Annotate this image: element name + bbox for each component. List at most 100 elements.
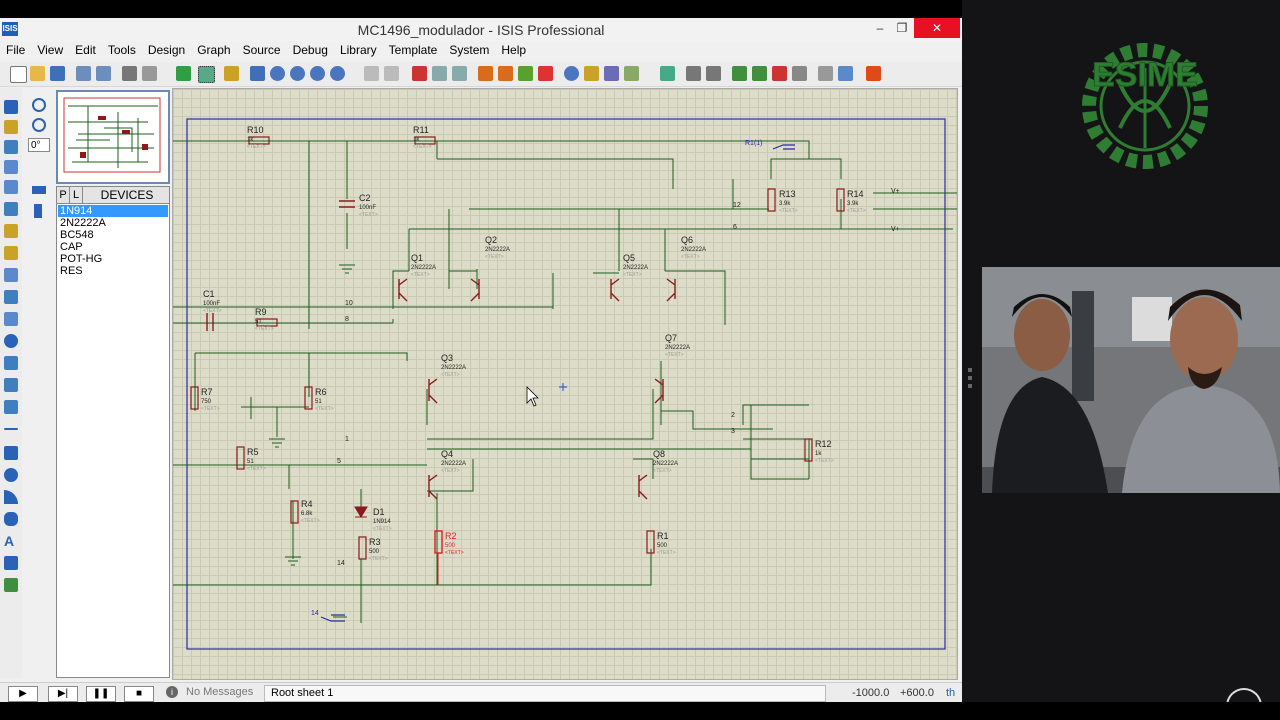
packaging-tool-icon[interactable] [604,66,619,81]
capacitor-c2[interactable] [339,200,355,208]
exit-parent-icon[interactable] [792,66,807,81]
menu-graph[interactable]: Graph [197,43,231,57]
copy-icon[interactable] [432,66,447,81]
ares-icon[interactable] [866,66,881,81]
label-d1[interactable]: D1 [373,507,385,517]
print-area-icon[interactable] [142,66,157,81]
pause-button[interactable]: ❚❚ [86,686,116,702]
transistor-q4[interactable] [428,474,438,500]
label-q8[interactable]: Q8 [653,449,665,459]
transistor-q6[interactable] [666,278,676,302]
property-tool-icon[interactable] [706,66,721,81]
rotate-anticlockwise-icon[interactable] [32,118,46,132]
netlist-icon[interactable] [838,66,853,81]
label-r6[interactable]: R6 [315,387,327,397]
block-rotate-icon[interactable] [518,66,533,81]
transistor-q8[interactable] [638,474,648,500]
block-copy-icon[interactable] [478,66,493,81]
pick-device-tab[interactable]: P [57,187,70,203]
current-probe-icon[interactable] [4,378,18,392]
terminal-14[interactable] [320,614,345,622]
transistor-q3[interactable] [428,378,438,404]
resistor-r1[interactable] [646,530,655,554]
menu-view[interactable]: View [37,43,64,57]
selection-mode-icon[interactable] [4,100,18,114]
resistor-r6[interactable] [304,386,313,410]
device-item-1n914[interactable]: 1N914 [58,205,168,217]
device-item-pot-hg[interactable]: POT-HG [60,253,103,265]
resistor-r13[interactable] [767,188,776,212]
wire-autorouter-icon[interactable] [660,66,675,81]
menu-template[interactable]: Template [388,43,438,57]
label-q2[interactable]: Q2 [485,235,497,245]
label-q7[interactable]: Q7 [665,333,677,343]
menu-source[interactable]: Source [242,43,281,57]
device-item-2n2222a[interactable]: 2N2222A [60,217,106,229]
block-delete-icon[interactable] [538,66,553,81]
voltage-probe-icon[interactable] [4,356,18,370]
resistor-r11[interactable] [414,136,436,145]
label-r11[interactable]: R11 [413,125,429,135]
grid-icon[interactable] [198,66,215,83]
symbol-tool-icon[interactable] [4,556,18,570]
bill-of-materials-icon[interactable] [818,66,833,81]
new-file-icon[interactable] [10,66,27,83]
rotation-angle-input[interactable]: 0° [28,138,50,152]
new-sheet-icon[interactable] [732,66,747,81]
diode-d1[interactable] [354,506,368,518]
paste-icon[interactable] [452,66,467,81]
device-pins-icon[interactable] [4,268,18,282]
make-device-icon[interactable] [584,66,599,81]
transistor-q1[interactable] [398,278,408,302]
origin-icon[interactable] [224,66,239,81]
restore-button[interactable]: ❐ [896,21,908,35]
menu-file[interactable]: File [6,43,26,57]
minimize-button[interactable]: – [876,21,884,35]
label-r10[interactable]: R10 [247,125,264,135]
label-r1[interactable]: R1 [657,531,669,541]
text-tool-icon[interactable]: A [4,533,15,549]
capacitor-c1[interactable] [206,313,214,331]
label-q1[interactable]: Q1 [411,253,423,263]
device-item-res[interactable]: RES [60,265,83,277]
resistor-r14[interactable] [836,188,845,212]
label-c2[interactable]: C2 [359,193,371,203]
redo-icon[interactable] [384,66,399,81]
resistor-r10[interactable] [248,136,270,145]
resistor-r5[interactable] [236,446,245,470]
save-icon[interactable] [50,66,65,81]
zoom-all-icon[interactable] [310,66,325,81]
menu-system[interactable]: System [449,43,490,57]
menu-help[interactable]: Help [501,43,527,57]
subcircuit-icon[interactable] [4,224,18,238]
title-bar[interactable]: ISIS MC1496_modulador - ISIS Professiona… [0,18,962,41]
device-item-cap[interactable]: CAP [60,241,83,253]
cut-icon[interactable] [412,66,427,81]
resistor-r7[interactable] [190,386,199,410]
schematic-drawing[interactable]: R101k<TEXT>R111k<TEXT>C2100nF<TEXT>C1100… [173,89,957,679]
overview-window[interactable] [56,90,170,184]
menu-design[interactable]: Design [147,43,186,57]
line-tool-icon[interactable] [4,428,18,430]
library-manager-tab[interactable]: L [70,187,83,203]
virtual-instruments-icon[interactable] [4,400,18,414]
graph-mode-icon[interactable] [4,290,18,304]
pick-device-icon[interactable] [564,66,579,81]
search-tag-icon[interactable] [686,66,701,81]
menu-edit[interactable]: Edit [75,43,96,57]
arc-tool-icon[interactable] [4,490,18,504]
transistor-q5[interactable] [610,278,620,302]
label-r14[interactable]: R14 [847,189,864,199]
label-r7[interactable]: R7 [201,387,213,397]
label-c1[interactable]: C1 [203,289,215,299]
label-r5[interactable]: R5 [247,447,259,457]
marker-tool-icon[interactable] [4,578,18,592]
label-q6[interactable]: Q6 [681,235,693,245]
zoom-out-icon[interactable] [290,66,305,81]
play-button[interactable]: ▶ [8,686,38,702]
mirror-horizontal-icon[interactable] [32,186,46,194]
block-move-icon[interactable] [498,66,513,81]
terminal-label-1[interactable]: 14 [311,610,319,617]
tape-recorder-icon[interactable] [4,312,18,326]
